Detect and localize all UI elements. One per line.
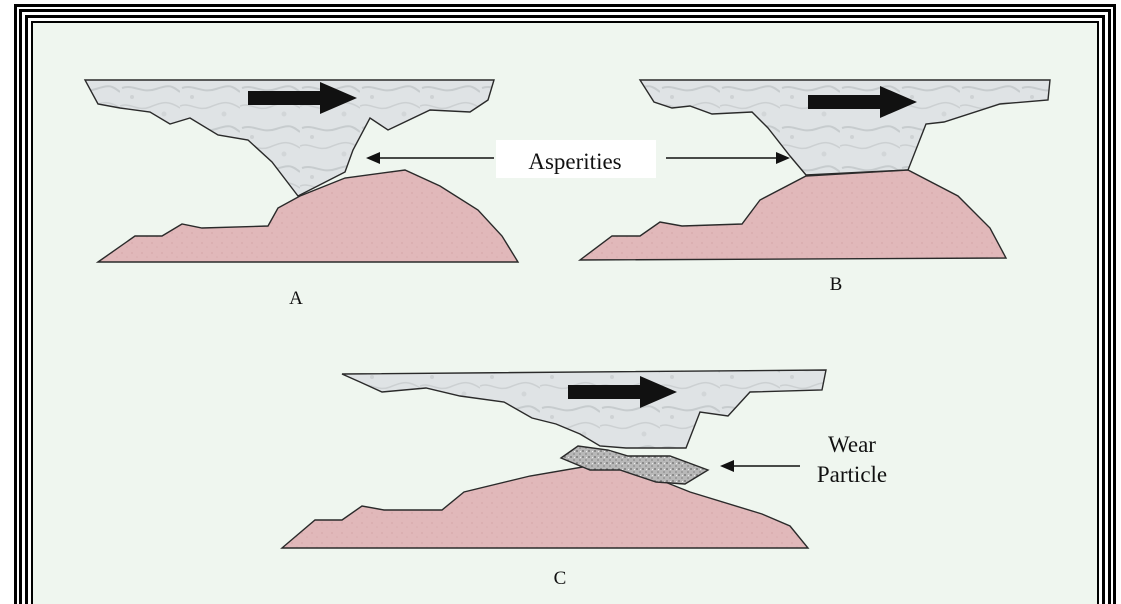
- panel-a-label: A: [289, 288, 303, 309]
- panel-a: A: [83, 79, 520, 309]
- wear-particle-shape: [559, 445, 710, 485]
- asperities-label-box: [496, 140, 656, 178]
- panel-c: C: [280, 369, 827, 589]
- asperities-label: Asperities: [528, 149, 621, 174]
- wear-arrow-head: [720, 460, 734, 472]
- wear-label-line2: Particle: [817, 462, 887, 487]
- asperities-callout: Asperities: [366, 140, 790, 178]
- asperity-arrow-left-head: [366, 152, 380, 164]
- wear-label-line1: Wear: [828, 432, 876, 457]
- upper-body-b: [638, 79, 1051, 176]
- direction-arrow-c: [568, 376, 677, 408]
- panel-b: B: [577, 79, 1051, 295]
- lower-body-b: [577, 169, 1008, 261]
- lower-body-c: [280, 463, 810, 549]
- direction-arrow-b: [808, 86, 917, 118]
- upper-body-c: [341, 369, 827, 449]
- panel-b-label: B: [830, 274, 843, 295]
- lower-body-a: [95, 169, 520, 263]
- asperity-arrow-right-head: [776, 152, 790, 164]
- direction-arrow-a: [248, 82, 357, 114]
- panel-c-label: C: [554, 568, 567, 589]
- upper-body-a: [83, 79, 495, 197]
- wear-particle-callout: Wear Particle: [720, 432, 887, 487]
